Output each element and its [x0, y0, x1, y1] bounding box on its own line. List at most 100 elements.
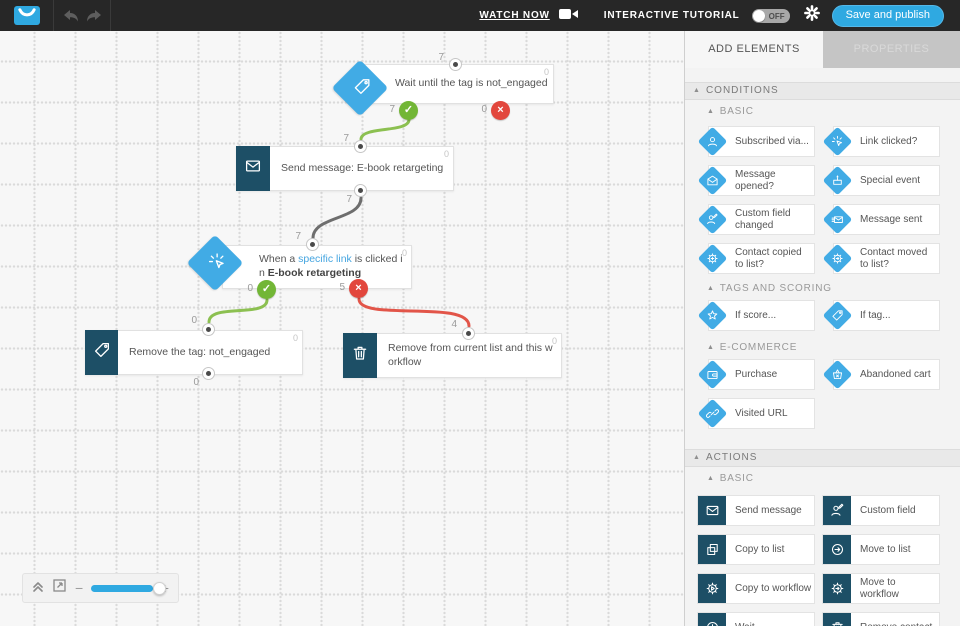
link-icon	[697, 398, 728, 429]
input-port[interactable]	[202, 323, 215, 336]
yes-badge[interactable]: ✓	[399, 101, 418, 120]
tutorial-toggle[interactable]: OFF	[751, 8, 790, 23]
subsection-ecommerce[interactable]: ▲E-COMMERCE	[707, 342, 798, 353]
tag-icon[interactable]	[331, 59, 389, 117]
yes-badge[interactable]: ✓	[257, 280, 276, 299]
undo-icon[interactable]	[63, 9, 80, 22]
element-label: Custom field changed	[735, 207, 791, 231]
element-custom-field-changed[interactable]: Custom field changed	[697, 203, 815, 236]
workflow-canvas[interactable]: 0 Wait until the tag is not_engaged 7 7 …	[0, 31, 684, 626]
element-custom-field[interactable]: Custom field	[822, 494, 940, 527]
trash-icon[interactable]	[343, 333, 377, 378]
sidebar-tabs: ADD ELEMENTS PROPERTIES	[685, 31, 960, 68]
app-logo[interactable]	[14, 6, 40, 25]
envelope-open-icon	[697, 165, 728, 196]
move-circle-icon	[823, 535, 851, 564]
element-wait[interactable]: Wait	[697, 611, 815, 626]
element-label: Contact moved to list?	[860, 246, 928, 270]
element-label: Message opened?	[735, 168, 776, 192]
no-count: 0	[481, 104, 487, 115]
port-count: 4	[451, 319, 457, 330]
input-port[interactable]	[462, 327, 475, 340]
element-move-to-list[interactable]: Move to list	[822, 533, 940, 566]
envelope-icon[interactable]	[236, 146, 270, 191]
collapse-chevrons-icon[interactable]	[32, 579, 44, 597]
element-card-plate	[822, 612, 940, 626]
element-remove-contact[interactable]: Remove contact	[822, 611, 940, 626]
element-label: Subscribed via...	[735, 135, 809, 147]
element-contact-moved-to-list[interactable]: Contact moved to list?	[822, 242, 940, 275]
topbar-divider	[53, 0, 54, 31]
port-count: 7	[295, 231, 301, 242]
element-copy-to-list[interactable]: Copy to list	[697, 533, 815, 566]
basket-icon	[822, 359, 853, 390]
input-port[interactable]	[354, 140, 367, 153]
element-message-opened[interactable]: Message opened?	[697, 164, 815, 197]
cake-icon	[822, 165, 853, 196]
element-purchase[interactable]: Purchase	[697, 358, 815, 391]
input-port[interactable]	[306, 238, 319, 251]
element-label: If score...	[735, 309, 777, 321]
node-corner-count: 0	[443, 149, 449, 159]
element-link-clicked[interactable]: Link clicked?	[822, 125, 940, 158]
tab-add-elements[interactable]: ADD ELEMENTS	[685, 31, 823, 68]
zoom-slider-track[interactable]	[91, 581, 167, 595]
element-if-score[interactable]: If score...	[697, 299, 815, 332]
gear-arrow-icon	[822, 243, 853, 274]
tab-properties[interactable]: PROPERTIES	[823, 31, 960, 68]
collapse-triangle-icon: ▲	[707, 475, 715, 482]
element-label: Move to workflow	[860, 576, 899, 600]
port-count: 7	[346, 194, 352, 205]
save-and-publish-button[interactable]: Save and publish	[831, 4, 944, 27]
watch-now-link[interactable]: WATCH NOW	[479, 10, 550, 21]
subsection-tags-and-scoring[interactable]: ▲TAGS AND SCORING	[707, 283, 832, 294]
tag-icon[interactable]	[85, 330, 118, 375]
settings-gear-icon[interactable]	[803, 5, 820, 26]
element-contact-copied-to-list[interactable]: Contact copied to list?	[697, 242, 815, 275]
zoom-slider-handle[interactable]	[153, 581, 167, 595]
video-camera-icon[interactable]	[558, 7, 578, 25]
node-text: Remove the tag: not_engaged	[129, 345, 271, 358]
person-edit-icon	[823, 496, 851, 525]
input-port[interactable]	[449, 58, 462, 71]
output-port[interactable]	[202, 367, 215, 380]
zoom-out-button[interactable]: −	[75, 580, 84, 596]
element-label: If tag...	[860, 309, 891, 321]
node-remove-contact[interactable]: 0 Remove from current list and this work…	[343, 333, 562, 378]
node-corner-count: 0	[292, 333, 298, 343]
output-port[interactable]	[354, 184, 367, 197]
element-abandoned-cart[interactable]: Abandoned cart	[822, 358, 940, 391]
specific-link-text[interactable]: specific link	[298, 253, 352, 266]
element-send-message[interactable]: Send message	[697, 494, 815, 527]
port-count: 7	[438, 52, 444, 63]
element-message-sent[interactable]: Message sent	[822, 203, 940, 236]
redo-icon[interactable]	[85, 9, 102, 22]
no-badge[interactable]: ×	[491, 101, 510, 120]
element-move-to-workflow[interactable]: Move to workflow	[822, 572, 940, 605]
envelope-smile-icon	[16, 6, 38, 26]
gear-plus-icon	[697, 243, 728, 274]
section-conditions[interactable]: ▲CONDITIONS	[685, 82, 960, 100]
node-remove-tag[interactable]: 0 Remove the tag: not_engaged	[85, 330, 303, 375]
element-label: Message sent	[860, 213, 923, 225]
wire-send-to-linkclicked	[311, 196, 363, 240]
element-label: Abandoned cart	[860, 368, 931, 380]
node-text: Remove from current list and this workfl…	[388, 341, 553, 368]
star-icon	[697, 300, 728, 331]
node-link-clicked[interactable]: 0 When a specific link is clicked in E-b…	[222, 245, 412, 289]
element-visited-url[interactable]: Visited URL	[697, 397, 815, 430]
link-click-icon[interactable]	[186, 234, 244, 292]
element-copy-to-workflow[interactable]: Copy to workflow	[697, 572, 815, 605]
subsection-conditions-basic[interactable]: ▲BASIC	[707, 106, 754, 117]
element-if-tag[interactable]: If tag...	[822, 299, 940, 332]
node-corner-count: 0	[401, 248, 407, 258]
subsection-actions-basic[interactable]: ▲BASIC	[707, 473, 754, 484]
section-actions[interactable]: ▲ACTIONS	[685, 449, 960, 467]
element-label: Copy to workflow	[735, 582, 812, 594]
fit-to-screen-icon[interactable]	[53, 579, 66, 597]
toggle-knob	[752, 9, 765, 22]
no-badge[interactable]: ×	[349, 279, 368, 298]
element-special-event[interactable]: Special event	[822, 164, 940, 197]
element-subscribed-via[interactable]: Subscribed via...	[697, 125, 815, 158]
